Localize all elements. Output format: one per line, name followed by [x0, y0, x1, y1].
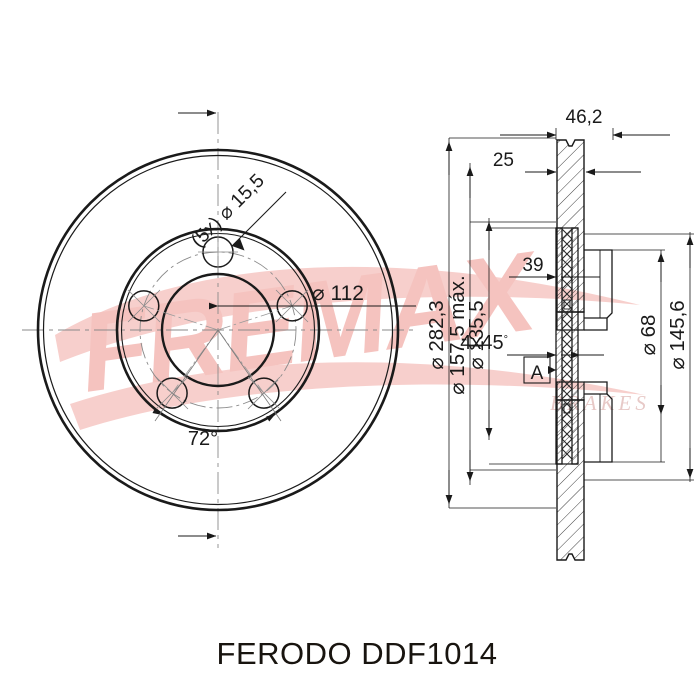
section-extension-lines-right: [584, 232, 694, 482]
dim-outer-diameter-label: ⌀ 282,3: [425, 300, 448, 369]
hub-flange-outer: [115, 227, 321, 433]
dim-inner-ring-diameter-label: ⌀ 135,5: [465, 300, 488, 369]
bolt-hole-callout-label: (5x) ⌀ 15,5: [187, 170, 269, 252]
dim-overall-width-label: 46,2: [566, 107, 603, 128]
friction-plate-inner: [571, 227, 579, 465]
dim-max-diameter-label: ⌀ 157,5 máx.: [446, 275, 469, 394]
dim-hub-offset-label: 25: [493, 150, 514, 171]
dim-chamfer-label: 4x45°: [460, 332, 508, 354]
hub-bore-detail: [563, 299, 571, 414]
bolt-hole-callout: [231, 191, 287, 251]
section-extension-lines-left: [448, 137, 556, 509]
disc-outer-edge: [36, 148, 400, 512]
bolt-circle-label: ⌀ 112: [312, 282, 364, 305]
dim-center-bore-label: ⌀ 68: [637, 315, 660, 356]
hub-bell-outline: [584, 249, 613, 463]
section-view: 46,2 25 39 4x45°: [425, 107, 694, 561]
datum-label: A: [531, 363, 544, 384]
disc-outer-edge-inner: [42, 154, 394, 506]
dim-hub-diameter-label: ⌀ 145,6: [666, 300, 689, 369]
watermark-swoosh-lower: [70, 362, 645, 430]
dim-friction-ring-width-label: 39: [522, 255, 543, 276]
part-number-label: FERODO DDF1014: [0, 636, 700, 672]
datum-feature: [523, 356, 556, 384]
front-radial-lines: [143, 305, 293, 394]
center-bore-circle: [160, 272, 276, 388]
friction-ring: [555, 227, 579, 465]
part-number-text: FERODO DDF1014: [216, 636, 498, 671]
friction-plate-outer: [555, 227, 563, 465]
watermark-swoosh-upper: [55, 266, 640, 362]
dim-overall-width: [500, 128, 670, 140]
front-centerline-arrows: [178, 109, 217, 540]
bolt-angle-dimension: [152, 329, 282, 431]
bolt-angle-label: 72°: [188, 428, 218, 450]
